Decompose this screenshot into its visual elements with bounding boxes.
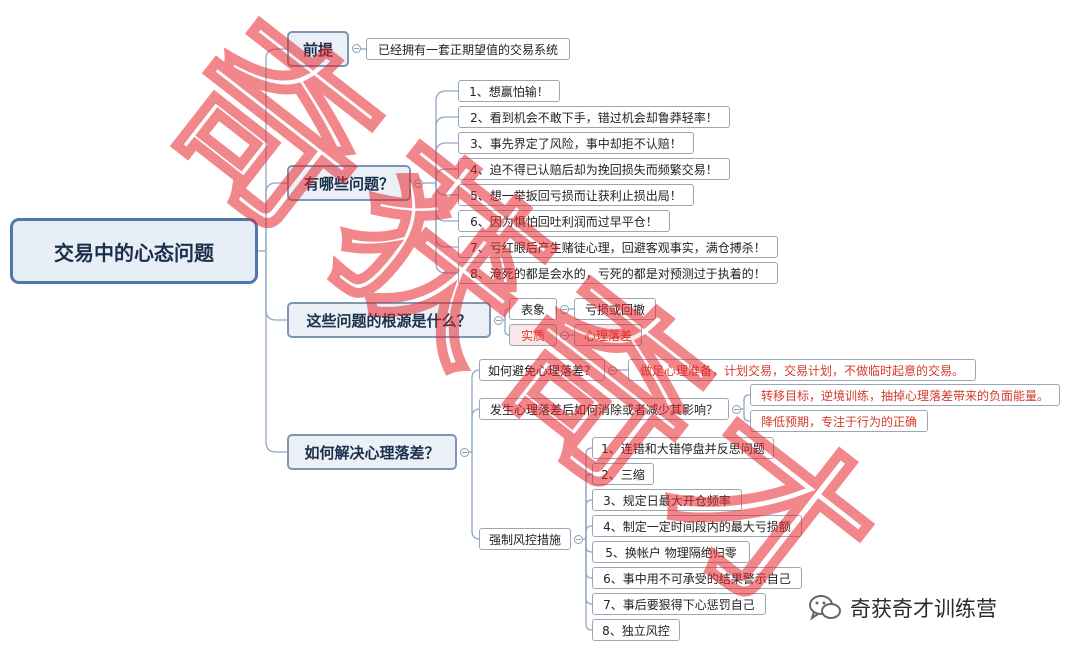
appearance-value[interactable]: 亏损或回撤: [574, 298, 656, 320]
essence-value[interactable]: 心理落差: [574, 324, 642, 346]
problem-item-4[interactable]: 4、迫不得已认赔后却为挽回损失而频繁交易！: [458, 158, 730, 180]
essence-label[interactable]: 实质: [509, 324, 557, 346]
risk-item-7[interactable]: 7、事后要狠得下心惩罚自己: [592, 593, 766, 615]
reduce-answer-2[interactable]: 降低预期，专注于行为的正确: [750, 410, 928, 432]
avoid-question[interactable]: 如何避免心理落差？: [479, 359, 605, 381]
problem-item-6[interactable]: 6、因为惧怕回吐利润而过早平仓！: [458, 210, 670, 232]
collapse-toggle-root-cause[interactable]: [494, 316, 503, 325]
collapse-toggle-reduce[interactable]: [732, 405, 741, 414]
problem-item-2[interactable]: 2、看到机会不敢下手，错过机会却鲁莽轻率！: [458, 106, 730, 128]
avoid-answer[interactable]: 做足心理准备，计划交易，交易计划，不做临时起意的交易。: [628, 359, 976, 381]
topic-problems[interactable]: 有哪些问题？: [287, 165, 411, 201]
topic-solution[interactable]: 如何解决心理落差？: [287, 434, 457, 470]
risk-item-1[interactable]: 1、连错和大错停盘并反思问题: [592, 437, 774, 459]
collapse-toggle-appearance[interactable]: [560, 305, 569, 314]
problem-item-3[interactable]: 3、事先界定了风险，事中却拒不认赔！: [458, 132, 694, 154]
collapse-toggle-premise[interactable]: [352, 44, 361, 53]
risk-item-3[interactable]: 3、规定日最大开仓频率: [592, 489, 742, 511]
risk-control-title[interactable]: 强制风控措施: [479, 528, 571, 550]
premise-detail[interactable]: 已经拥有一套正期望值的交易系统: [366, 38, 570, 60]
collapse-toggle-avoid[interactable]: [608, 366, 617, 375]
brand-tag: 奇获奇才训练营: [808, 590, 997, 626]
risk-item-4[interactable]: 4、制定一定时间段内的最大亏损额: [592, 515, 802, 537]
risk-item-6[interactable]: 6、事中用不可承受的结果警示自己: [592, 567, 802, 589]
problem-item-8[interactable]: 8、淹死的都是会水的，亏死的都是对预测过于执着的！: [458, 262, 778, 284]
reduce-answer-1[interactable]: 转移目标，逆境训练，抽掉心理落差带来的负面能量。: [750, 384, 1060, 406]
wechat-icon: [809, 595, 841, 621]
risk-item-8[interactable]: 8、独立风控: [592, 619, 680, 641]
brand-name: 奇获奇才训练营: [850, 597, 997, 621]
topic-root-cause[interactable]: 这些问题的根源是什么？: [287, 302, 491, 338]
collapse-toggle-solution[interactable]: [460, 448, 469, 457]
topic-premise[interactable]: 前提: [287, 31, 349, 67]
risk-item-2[interactable]: 2、三缩: [592, 463, 654, 485]
problem-item-1[interactable]: 1、想赢怕输！: [458, 80, 560, 102]
problem-item-7[interactable]: 7、亏红眼后产生赌徒心理，回避客观事实，满仓搏杀！: [458, 236, 778, 258]
collapse-toggle-risk[interactable]: [574, 535, 583, 544]
collapse-toggle-essence[interactable]: [560, 331, 569, 340]
reduce-question[interactable]: 发生心理落差后如何消除或者减少其影响？: [479, 398, 729, 420]
root-topic[interactable]: 交易中的心态问题: [10, 218, 258, 284]
appearance-label[interactable]: 表象: [509, 298, 557, 320]
problem-item-5[interactable]: 5、想一举扳回亏损而让获利止损出局！: [458, 184, 694, 206]
risk-item-5[interactable]: 5、换帐户 物理隔绝归零: [592, 541, 750, 563]
collapse-toggle-problems[interactable]: [414, 179, 423, 188]
